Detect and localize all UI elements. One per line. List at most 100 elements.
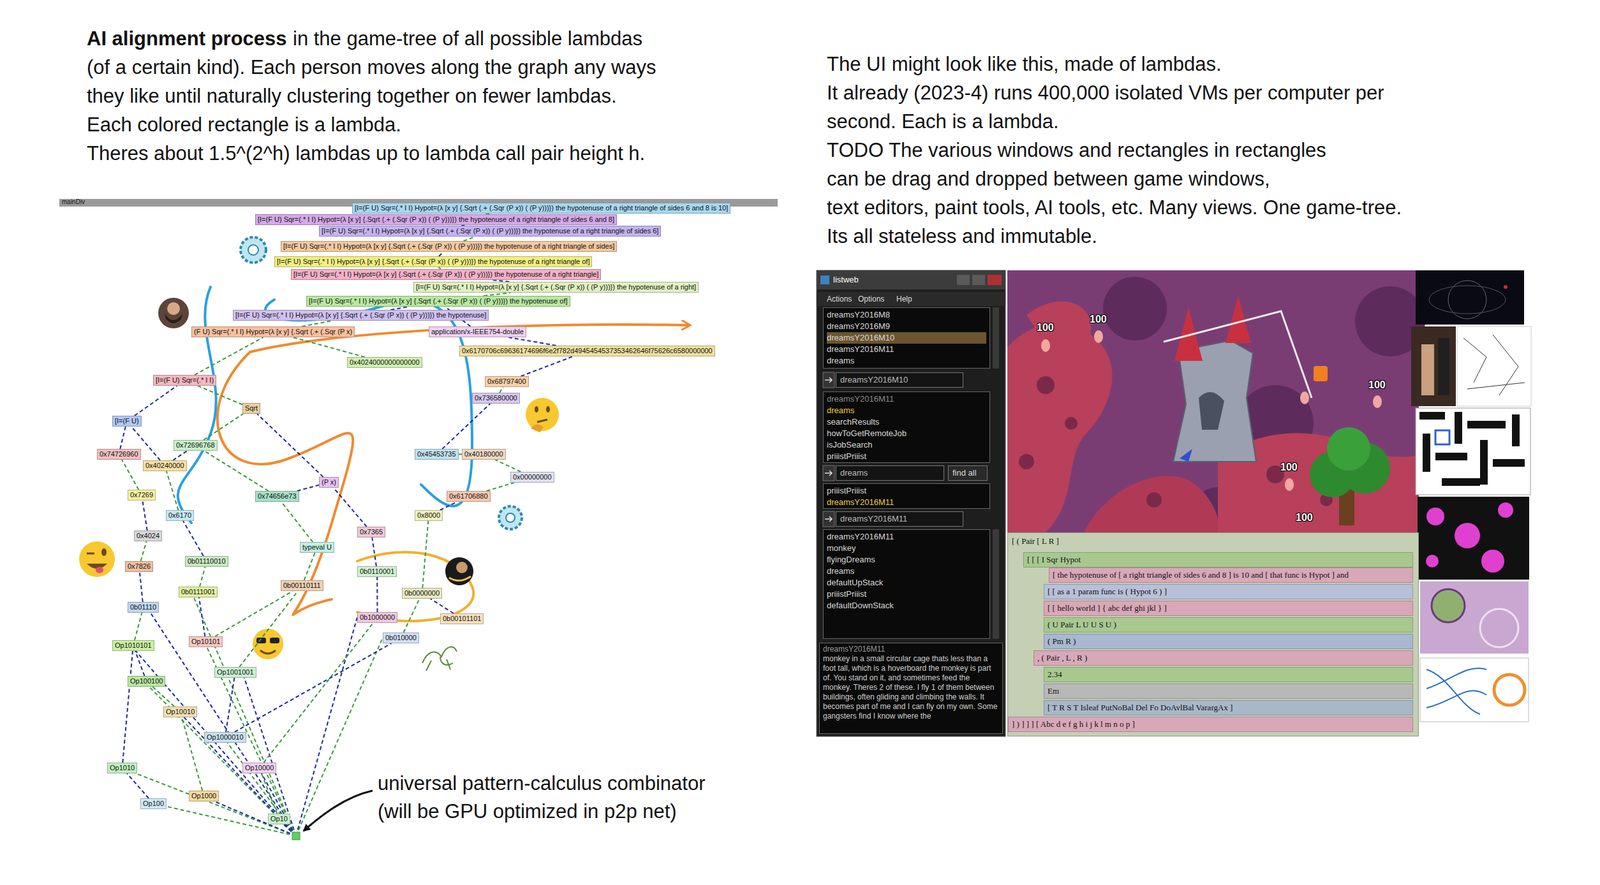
thumbnail-images <box>1429 285 1506 314</box>
winking-face <box>79 541 115 578</box>
button-text: find all <box>952 467 984 480</box>
div-label: mainDiv <box>61 198 85 207</box>
user-avatar <box>164 313 183 324</box>
list-item: dreams <box>826 405 987 417</box>
lambda-box: 0b01110010 <box>185 556 229 568</box>
health-number: 100 <box>1280 461 1298 474</box>
game-screenshot <box>1174 307 1203 362</box>
lambda-box: 0x74656e73 <box>255 491 300 503</box>
list-item: dreamsY2016M11 <box>826 343 987 356</box>
text-input: dreamsY2016M11 <box>835 511 964 527</box>
listweb-chrome <box>820 275 830 285</box>
heading-text: AI alignment process <box>86 26 288 51</box>
lambda-box: [I=(F U) Sqr=(.* I I) Hypot=(λ [x y] {.S… <box>232 310 489 321</box>
lambda-edge <box>172 451 188 461</box>
game-screenshot <box>1284 478 1294 492</box>
thumbnail-images <box>1435 430 1450 445</box>
pair-text: [ [ as a 1 param func is ( Hypot 6 ) ] <box>1047 585 1410 599</box>
lambda-edge <box>292 337 365 358</box>
list-item: dreamsY2016M11 <box>826 496 987 509</box>
list-panel: priiistPriiistdreamsY2016M11 <box>822 483 991 510</box>
pair-row: [ [ [ I Sqr Hypot <box>1023 552 1414 568</box>
root-fan <box>130 645 297 837</box>
root-fan <box>146 607 297 837</box>
game-screenshot <box>1064 417 1078 430</box>
lambda-edge <box>304 553 316 581</box>
lambda-text: 0x74656e73 <box>257 492 297 501</box>
pair-text: Em <box>1047 685 1410 698</box>
winking-face <box>86 553 95 556</box>
callout-text: (will be GPU optimized in p2p net) <box>377 800 677 824</box>
lambda-box: 0x40240000 <box>142 460 187 472</box>
lambda-edge <box>140 541 147 562</box>
lambda-box: 0x7269 <box>127 489 156 501</box>
pair-row: [ [ hello world ] { abc def ghi jkl } ] <box>1043 600 1414 617</box>
lambda-box: 0b1000000 <box>357 612 398 624</box>
listweb-chrome <box>822 372 835 388</box>
button: find all <box>948 465 988 482</box>
lambda-text: Op10 <box>270 815 288 824</box>
pair-text: ] ) ] ] ] [ Abc d e f g h i j k l m n o … <box>1011 718 1410 732</box>
thumbnail-images <box>1420 581 1529 654</box>
thumbnail-images <box>1454 523 1481 549</box>
list-item: flyingDreams <box>826 554 987 566</box>
paragraph-line: (of a certain kind). Each person moves a… <box>86 55 657 80</box>
thumbnail-images <box>1463 334 1525 396</box>
lambda-box: 0x72696768 <box>173 440 218 452</box>
lambda-text: 0x7269 <box>130 491 154 500</box>
thumbnail-images <box>1419 412 1445 420</box>
list-panel: dreamsY2016M11dreamssearchResultshowToGe… <box>822 391 991 464</box>
app-window: listwebdreamsY2016M8dreamsY2016M9dreamsY… <box>816 270 1006 737</box>
lambda-text: 0b01110010 <box>187 557 226 566</box>
lambda-edge <box>422 521 429 589</box>
lambda-text: 0x61706880 <box>449 492 489 501</box>
list-item: defaultDownStack <box>826 600 987 612</box>
lambda-edge <box>152 687 175 707</box>
lambda-box: 0x74726960 <box>96 449 141 460</box>
lambda-text: 0x7826 <box>127 562 151 571</box>
user-avatar <box>445 557 474 586</box>
listweb-chrome <box>987 274 1002 286</box>
lambda-edge <box>214 591 293 637</box>
pair-text: [ [ hello world ] { abc def ghi jkl } ] <box>1047 602 1410 615</box>
user-avatar <box>167 302 180 316</box>
lambda-text: 0x40240000 <box>145 461 185 471</box>
lambda-box: 0x736580000 <box>472 392 520 404</box>
pair-text: [ the hypotenuse of [ a right triangle o… <box>1052 569 1410 582</box>
lambda-box: 0x7826 <box>125 561 154 573</box>
text-input: dreams <box>835 465 945 482</box>
user-paths <box>357 552 474 622</box>
list-item: dreamsY2016M10 <box>826 332 987 344</box>
pair-row: ( U Pair L U U S U ) <box>1043 617 1414 633</box>
lambda-edge <box>263 623 374 763</box>
text-input: dreamsY2016M10 <box>835 372 964 388</box>
lambda-text: 0x72696768 <box>176 441 215 450</box>
lambda-box: Op100100 <box>127 676 166 688</box>
menu-item: Actions <box>826 294 852 304</box>
lambda-edge <box>442 403 490 450</box>
lambda-text: 0b00110111 <box>283 581 321 591</box>
lambda-edge <box>126 773 149 799</box>
input-text: dreams <box>840 467 940 480</box>
lambda-edge <box>142 500 147 531</box>
sunglasses-face <box>269 637 280 644</box>
thinking-face <box>525 398 559 432</box>
lambda-box: 0x6170 <box>165 510 194 522</box>
lambda-text: 0x4024000000000000 <box>349 358 420 367</box>
lambda-edge <box>495 459 521 473</box>
thumbnail-images <box>1511 414 1520 447</box>
paragraph-line: text editors, paint tools, AI tools, etc… <box>826 195 1402 220</box>
heading-text: in the game-tree of all possible lambdas <box>292 26 643 51</box>
paragraph-line: can be drag and dropped between game win… <box>826 167 1271 191</box>
listweb-chrome <box>992 529 1000 640</box>
list-item: dreamsY2016M11 <box>826 531 987 543</box>
lambda-text: 0x8000 <box>417 511 441 520</box>
pair-row: [ T R S T Isleaf PutNoBal Del Fo DoAvlBa… <box>1043 700 1414 716</box>
thumbnail-images <box>1421 344 1435 396</box>
winking-face <box>95 567 104 574</box>
lambda-box: Op1001001 <box>214 667 257 679</box>
input-text: dreamsY2016M10 <box>840 374 959 386</box>
lambda-edge <box>261 773 277 815</box>
listweb-chrome <box>824 470 832 476</box>
lambda-box: 0x7365 <box>357 526 386 538</box>
